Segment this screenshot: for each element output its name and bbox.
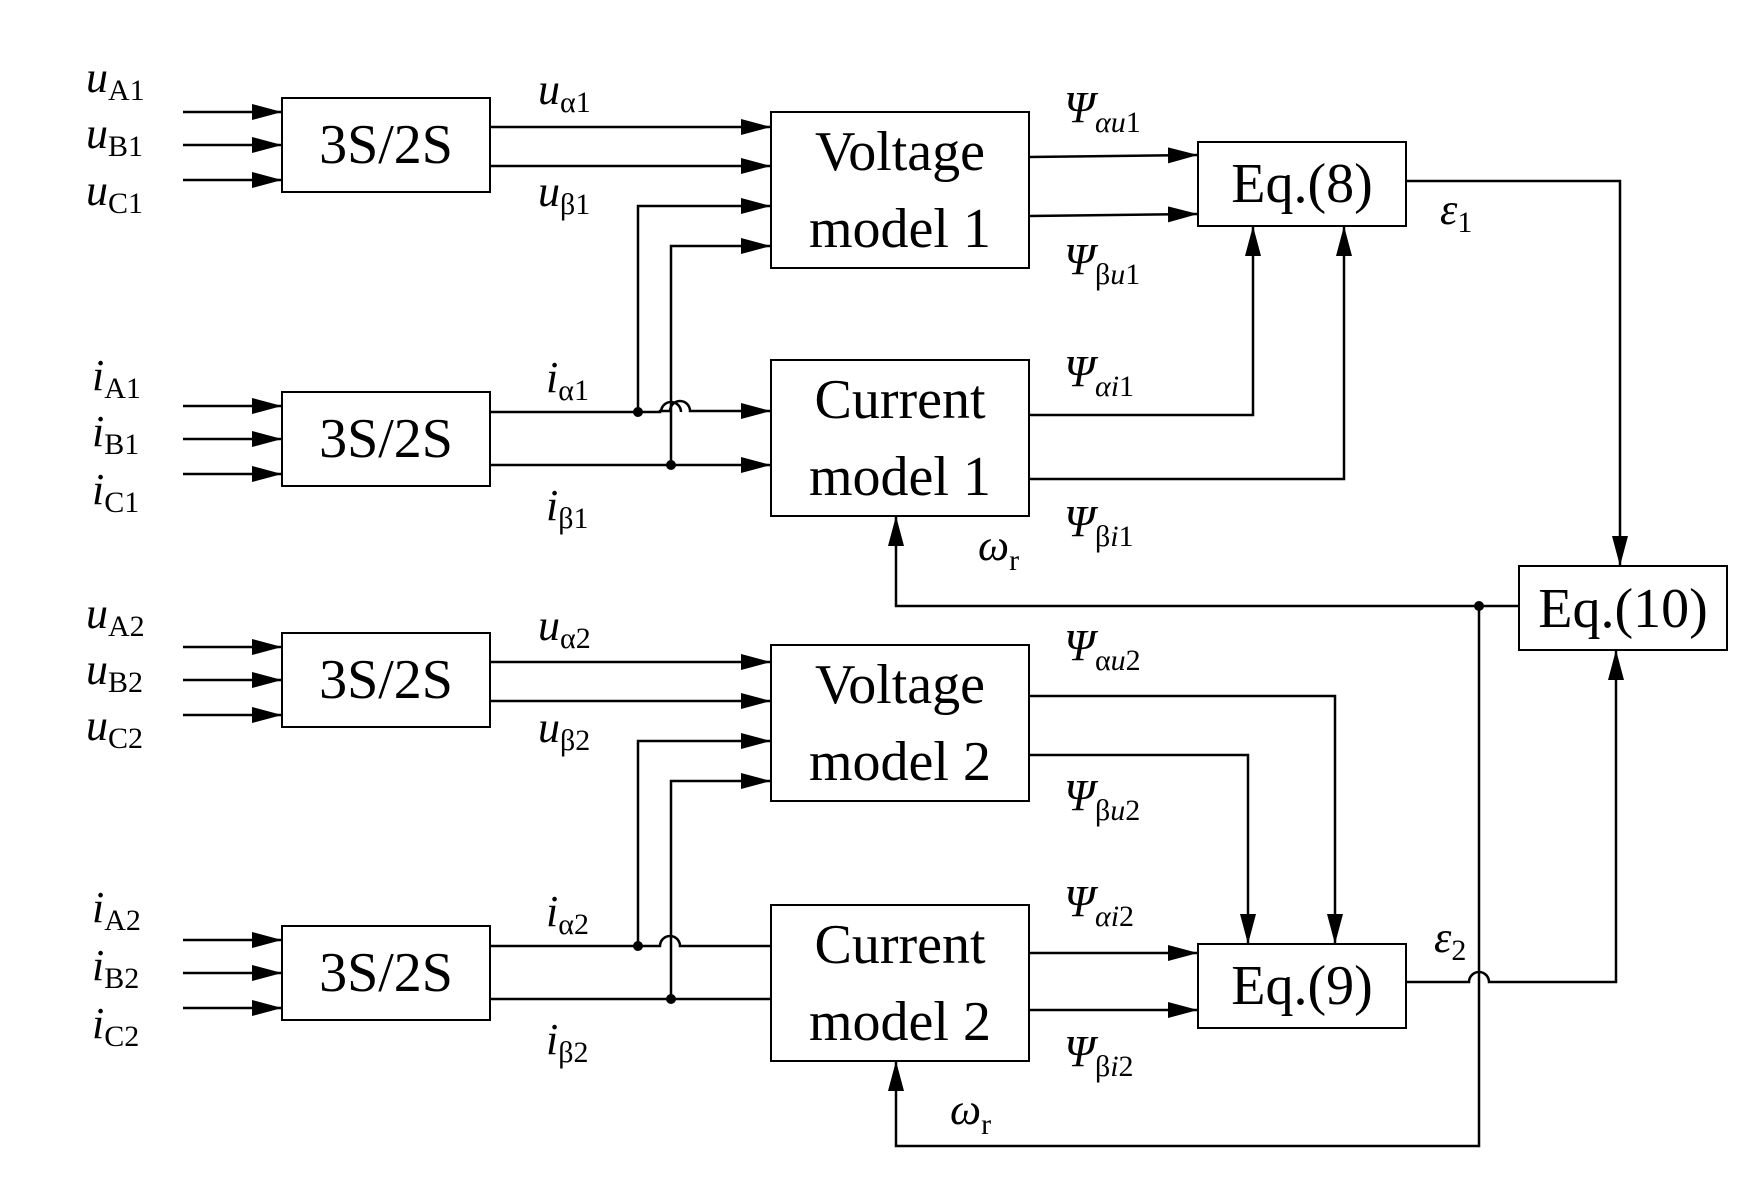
label-epsilon2: ε2 — [1434, 913, 1466, 967]
label-uA2: uA2 — [86, 589, 145, 643]
label-psi-beta-u2: Ψβu2 — [1064, 771, 1140, 827]
label-psi-alpha-u1: Ψαu1 — [1064, 83, 1141, 139]
label-i-alpha1: iα1 — [546, 353, 589, 407]
svg-text:3S/2S: 3S/2S — [319, 942, 453, 1004]
svg-text:3S/2S: 3S/2S — [319, 649, 453, 711]
wire-crossing-hop — [659, 400, 683, 413]
label-iA1: iA1 — [92, 351, 141, 405]
label-uB2: uB2 — [86, 645, 143, 699]
svg-text:model 2: model 2 — [809, 991, 991, 1053]
transform-block-i1: 3S/2S — [281, 391, 491, 487]
transform-block-u1: 3S/2S — [281, 97, 491, 193]
svg-text:3S/2S: 3S/2S — [319, 408, 453, 470]
transform-block-u2: 3S/2S — [281, 632, 491, 728]
eq8-block: Eq.(8) — [1197, 141, 1407, 227]
label-uB1: uB1 — [86, 109, 143, 163]
svg-text:Eq.(9): Eq.(9) — [1231, 955, 1373, 1017]
label-iC1: iC1 — [92, 465, 139, 519]
voltage-model-1-block: Voltage model 1 — [770, 111, 1030, 269]
label-i-beta2: iβ2 — [546, 1015, 589, 1069]
label-psi-beta-u1: Ψβu1 — [1064, 235, 1140, 291]
label-uC2: uC2 — [86, 701, 143, 755]
label-psi-alpha-u2: Ψαu2 — [1064, 621, 1141, 677]
label-i-beta1: iβ1 — [546, 481, 589, 535]
svg-text:Voltage: Voltage — [815, 654, 985, 716]
svg-text:model 1: model 1 — [809, 198, 991, 260]
label-omega-r-2: ωr — [950, 1085, 991, 1141]
svg-text:3S/2S: 3S/2S — [319, 114, 453, 176]
label-psi-alpha-i2: Ψαi2 — [1064, 877, 1134, 933]
junction-dots — [633, 407, 1484, 1004]
label-iC2: iC2 — [92, 999, 139, 1053]
label-omega-r-1: ωr — [978, 521, 1019, 577]
label-psi-beta-i2: Ψβi2 — [1064, 1027, 1134, 1083]
signal-wires — [183, 104, 1628, 1148]
svg-text:model 1: model 1 — [809, 446, 991, 508]
transform-block-i2: 3S/2S — [281, 925, 491, 1021]
svg-text:Voltage: Voltage — [815, 121, 985, 183]
svg-text:Current: Current — [814, 914, 986, 976]
label-iB2: iB2 — [92, 941, 139, 995]
label-i-alpha2: iα2 — [546, 887, 589, 941]
label-uC1: uC1 — [86, 166, 143, 220]
label-psi-beta-i1: Ψβi1 — [1064, 497, 1134, 553]
current-model-1-block: Current model 1 — [770, 359, 1030, 517]
svg-text:Eq.(8): Eq.(8) — [1231, 153, 1373, 215]
label-uA1: uA1 — [86, 53, 145, 107]
label-epsilon1: ε1 — [1440, 185, 1472, 239]
current-model-2-block: Current model 2 — [770, 904, 1030, 1062]
label-psi-alpha-i1: Ψαi1 — [1064, 347, 1134, 403]
label-iB1: iB1 — [92, 407, 139, 461]
label-u-alpha1: uα1 — [538, 65, 591, 119]
svg-text:model 2: model 2 — [809, 731, 991, 793]
label-u-beta1: uβ1 — [538, 167, 590, 221]
svg-text:Eq.(10): Eq.(10) — [1538, 578, 1708, 640]
label-iA2: iA2 — [92, 883, 141, 937]
eq10-block: Eq.(10) — [1518, 565, 1728, 651]
svg-text:Current: Current — [814, 369, 986, 431]
label-u-alpha2: uα2 — [538, 601, 591, 655]
label-u-beta2: uβ2 — [538, 703, 590, 757]
eq9-block: Eq.(9) — [1197, 943, 1407, 1029]
voltage-model-2-block: Voltage model 2 — [770, 644, 1030, 802]
